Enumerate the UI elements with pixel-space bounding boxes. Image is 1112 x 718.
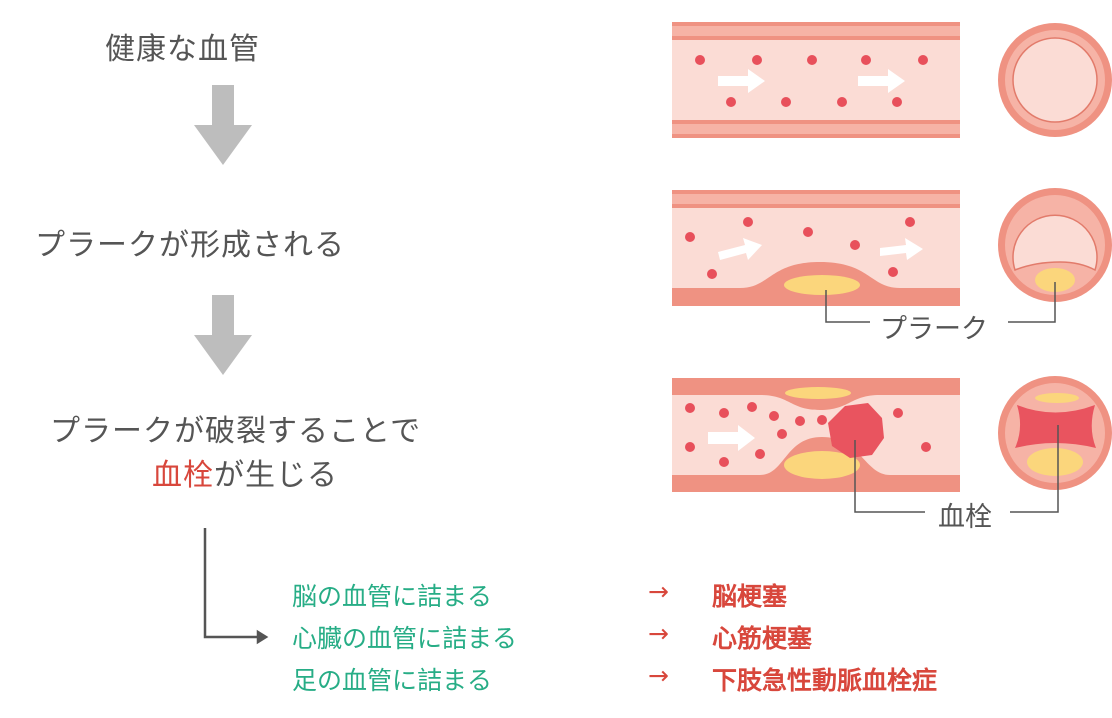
- outcome-arrow: →: [648, 661, 669, 690]
- step-plaque-forms: プラークが形成される: [35, 228, 345, 263]
- step-healthy: 健康な血管: [105, 32, 260, 67]
- thrombus-highlight: 血栓: [152, 458, 214, 493]
- outcome-result: 脳梗塞: [712, 582, 788, 611]
- outcome-result: 下肢急性動脈血栓症: [712, 666, 938, 695]
- outcome-arrow: →: [648, 577, 669, 606]
- plaque-cross-section: [998, 188, 1112, 302]
- healthy-vessel: [672, 22, 960, 138]
- step-rupture-line1: プラークが破裂することで: [50, 414, 422, 449]
- down-arrow-2: [194, 295, 252, 375]
- plaque-label: プラーク: [880, 314, 988, 345]
- outcome-arrow: →: [648, 619, 669, 648]
- plaque-leader-lines: [825, 282, 1056, 323]
- thrombus-cross-section: [998, 376, 1112, 490]
- down-arrow-1: [194, 85, 252, 165]
- healthy-cross-section: [998, 23, 1112, 137]
- step-rupture-rest: が生じる: [214, 458, 338, 493]
- thrombus-leader-lines: [854, 425, 1059, 513]
- outcome-result: 心筋梗塞: [712, 624, 813, 653]
- elbow-arrow: [203, 528, 269, 645]
- outcome-cause: 心臓の血管に詰まる: [292, 624, 518, 653]
- plaque-vessel: [672, 190, 960, 306]
- thrombus-vessel: [672, 378, 960, 492]
- outcome-cause: 脳の血管に詰まる: [292, 582, 493, 611]
- step-rupture-line2: 血栓が生じる: [152, 450, 338, 494]
- outcome-cause: 足の血管に詰まる: [292, 666, 493, 695]
- thrombus-label: 血栓: [938, 502, 992, 533]
